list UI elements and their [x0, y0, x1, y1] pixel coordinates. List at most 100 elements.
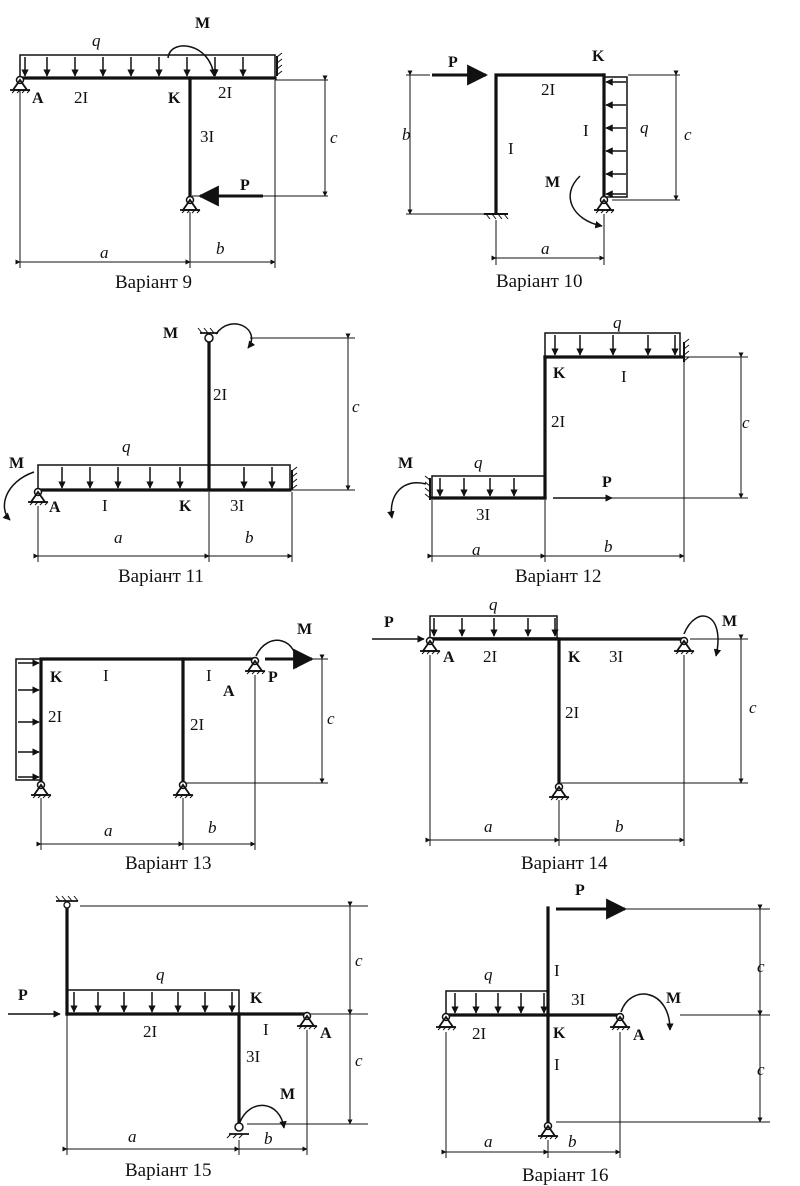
- v14-moment-arrow: [683, 615, 722, 657]
- v12-label-q-top: q: [613, 313, 622, 332]
- v12-moment-arrow: [387, 482, 427, 519]
- v13-frame-left-top: [39, 657, 257, 785]
- v15-label-q: q: [156, 965, 165, 984]
- v14-label-2I-column: 2I: [565, 703, 580, 722]
- v13-label-M: M: [297, 621, 312, 638]
- v11-label-K: K: [179, 498, 192, 515]
- v10-label-b: b: [402, 125, 411, 144]
- v9-caption: Варіант 9: [115, 272, 192, 293]
- v16-label-3I: 3I: [571, 990, 586, 1009]
- v9-pin-support-bottom: [179, 195, 201, 214]
- v15-label-A: A: [320, 1025, 332, 1042]
- variant-16: P I q 3I M 2I K A I c c a b Варіант 16: [435, 882, 770, 1186]
- v13-label-b: b: [208, 818, 217, 837]
- v11-fixed-support: [291, 466, 298, 491]
- v15-caption: Варіант 15: [125, 1160, 212, 1181]
- v12-fixed-support-top: [683, 338, 690, 363]
- v13-label-I-left: I: [103, 666, 109, 685]
- v11-distributed-load-q: [37, 464, 291, 491]
- v13-label-a: a: [104, 821, 113, 840]
- v10-label-a: a: [541, 239, 550, 258]
- v15-label-M: M: [280, 1086, 295, 1103]
- v11-moment-arrow-left: [2, 471, 35, 521]
- v14-label-A: A: [443, 649, 455, 666]
- v13-load-arrows: [18, 659, 40, 781]
- v10-label-K: K: [592, 48, 605, 65]
- v15-label-a: a: [128, 1127, 137, 1146]
- v15-load-arrows: [70, 992, 236, 1013]
- v12-load-arrows-bottom: [436, 478, 518, 497]
- v10-pin-support: [593, 195, 615, 214]
- v11-label-3I: 3I: [230, 496, 245, 515]
- v12-label-M: M: [398, 455, 413, 472]
- variant-11: M 2I q M A I K 3I c a b Варіант 11: [2, 323, 360, 587]
- v13-label-I-right: I: [206, 666, 212, 685]
- v14-label-a: a: [484, 817, 493, 836]
- v16-label-A: A: [633, 1027, 645, 1044]
- v11-label-q: q: [122, 437, 131, 456]
- v16-label-c-lower: c: [757, 1060, 765, 1079]
- v9-label-b: b: [216, 239, 225, 258]
- v13-moment-arrow: [255, 639, 301, 669]
- v16-label-I-lower: I: [554, 1055, 560, 1074]
- v11-label-M-left: M: [9, 455, 24, 472]
- v10-frame-left-top: [494, 73, 606, 214]
- v12-label-3I: 3I: [476, 505, 491, 524]
- v9-label-P: P: [240, 177, 250, 194]
- v9-label-3I: 3I: [200, 127, 215, 146]
- v15-label-P: P: [18, 987, 28, 1004]
- v11-label-M-top: M: [163, 325, 178, 342]
- v16-label-I-upper: I: [554, 961, 560, 980]
- v14-label-b: b: [615, 817, 624, 836]
- v12-caption: Варіант 12: [515, 566, 602, 587]
- v10-label-c: c: [684, 125, 692, 144]
- v10-label-I-left: I: [508, 139, 514, 158]
- v14-label-P: P: [384, 614, 394, 631]
- v13-label-c: c: [327, 709, 335, 728]
- v15-label-I: I: [263, 1020, 269, 1039]
- v11-top-hinge: [204, 333, 214, 343]
- v15-label-c-lower: c: [355, 1051, 363, 1070]
- v15-label-b: b: [264, 1129, 273, 1148]
- v13-label-2I-middle: 2I: [190, 715, 205, 734]
- v14-label-M: M: [722, 613, 737, 630]
- v15-moment-arrow: [239, 1104, 287, 1129]
- v13-label-K: K: [50, 669, 63, 686]
- v16-pin-support-bottom: [537, 1121, 559, 1140]
- variant-10: P K 2I I I q M b c a Варіант 10: [402, 48, 692, 292]
- v11-label-I: I: [102, 496, 108, 515]
- v9-label-2I-beam: 2I: [74, 88, 89, 107]
- v10-load-arrows: [605, 78, 626, 198]
- variant-15: q K P 2I I A 3I M c c a b Варіант 15: [8, 895, 368, 1181]
- variant-13: K I I A P M 2I 2I c a b Варіант 13: [15, 621, 335, 874]
- v16-label-c-upper: c: [757, 957, 765, 976]
- v9-label-c: c: [330, 128, 338, 147]
- v11-label-2I: 2I: [213, 385, 228, 404]
- v11-moment-arrow-top: [215, 323, 256, 349]
- v15-top-fixed-hatch: [55, 895, 79, 909]
- v16-moment-arrow: [620, 993, 674, 1031]
- v12-label-P: P: [602, 474, 612, 491]
- v10-label-I-right: I: [583, 121, 589, 140]
- v12-label-q-bottom: q: [474, 453, 483, 472]
- v14-caption: Варіант 14: [521, 853, 608, 874]
- v15-label-3I: 3I: [246, 1047, 261, 1066]
- v10-moment-arrow: [569, 175, 603, 229]
- v9-label-q: q: [92, 31, 101, 50]
- v10-label-M: M: [545, 174, 560, 191]
- v16-label-K: K: [553, 1025, 566, 1042]
- v9-label-M: M: [195, 15, 210, 32]
- v12-label-I: I: [621, 367, 627, 386]
- v13-label-A: A: [223, 683, 235, 700]
- v10-label-2I: 2I: [541, 80, 556, 99]
- v12-fixed-support-left: [424, 475, 431, 500]
- v13-distributed-load-q: [15, 658, 42, 781]
- variant-9: q M A 2I K 2I 3I P c a b Варіант 9: [9, 15, 338, 293]
- v12-label-b: b: [604, 537, 613, 556]
- v15-distributed-load-q: [66, 989, 240, 1015]
- v9-label-a: a: [100, 243, 109, 262]
- v10-label-P: P: [448, 54, 458, 71]
- v13-caption: Варіант 13: [125, 853, 212, 874]
- v16-label-a: a: [484, 1132, 493, 1151]
- v11-label-b: b: [245, 528, 254, 547]
